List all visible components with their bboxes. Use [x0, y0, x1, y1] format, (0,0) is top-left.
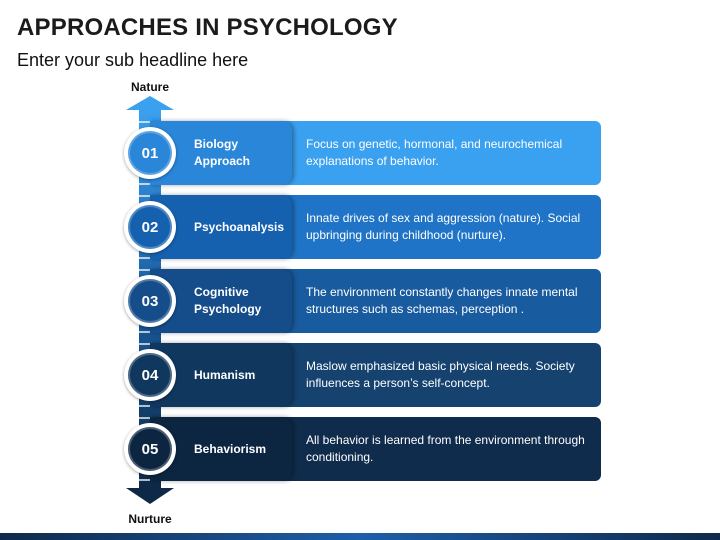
arrow-down-head	[126, 488, 174, 504]
axis-top-label: Nature	[130, 80, 169, 94]
approach-description-box	[246, 417, 601, 481]
number-badge: 05	[124, 423, 176, 475]
approach-description: Innate drives of sex and aggression (nat…	[306, 211, 581, 242]
approach-label: Humanism	[194, 367, 256, 382]
number-badge-value: 03	[128, 279, 172, 323]
page-subtitle: Enter your sub headline here	[17, 50, 249, 70]
approach-label: Psychoanalysis	[194, 219, 285, 234]
approach-description-box	[246, 195, 601, 259]
page-title: APPROACHES IN PSYCHOLOGY	[17, 14, 398, 41]
approach-description: The environment constantly changes innat…	[306, 285, 578, 316]
approach-description-box	[246, 269, 601, 333]
approach-row-2: Psychoanalysis Innate drives of sex and …	[124, 195, 601, 259]
axis-bottom-label: Nurture	[128, 512, 172, 526]
approach-row-1: Biology Approach Focus on genetic, hormo…	[124, 121, 601, 185]
approach-description: Focus on genetic, hormonal, and neuroche…	[306, 137, 563, 168]
number-badge: 02	[124, 201, 176, 253]
approach-label: Cognitive Psychology	[194, 285, 262, 316]
number-badge: 04	[124, 349, 176, 401]
approach-label: Behaviorism	[194, 441, 267, 456]
approach-description: All behavior is learned from the environ…	[306, 433, 585, 464]
approach-label-box: Behaviorism	[150, 417, 292, 481]
number-badge-value: 02	[128, 205, 172, 249]
approach-row-5: Behaviorism All behavior is learned from…	[124, 417, 601, 481]
approach-row-4: Humanism Maslow emphasized basic physica…	[124, 343, 601, 407]
number-badge: 01	[124, 127, 176, 179]
arrow-up-head	[126, 96, 174, 110]
number-badge-value: 04	[128, 353, 172, 397]
approach-description: Maslow emphasized basic physical needs. …	[306, 359, 575, 390]
approach-row-3: Cognitive Psychology The environment con…	[124, 269, 601, 333]
number-badge-value: 01	[128, 131, 172, 175]
approach-label: Biology Approach	[194, 137, 251, 168]
footer-bar	[0, 533, 720, 540]
number-badge-value: 05	[128, 427, 172, 471]
approach-description-box	[246, 121, 601, 185]
approach-description-box	[246, 343, 601, 407]
number-badge: 03	[124, 275, 176, 327]
